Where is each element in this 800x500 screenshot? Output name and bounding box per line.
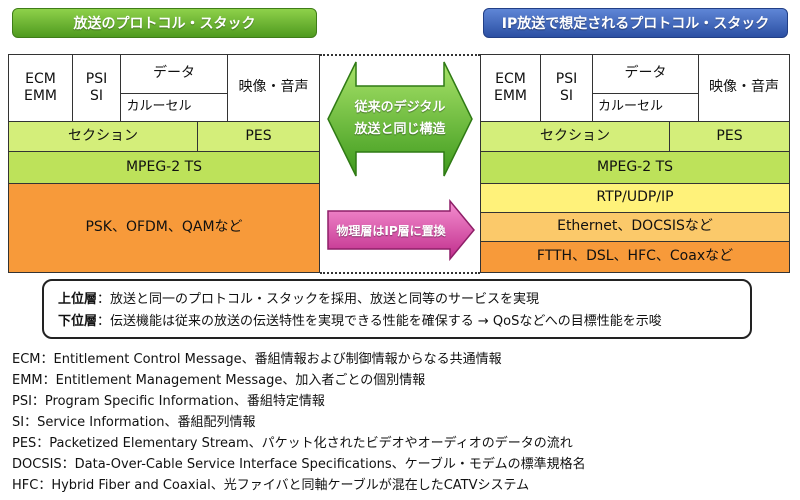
right-ftth: FTTH、DSL、HFC、Coaxなど	[480, 241, 790, 273]
glossary-item-psi: PSI：Program Specific Information、番組特定情報	[12, 394, 325, 409]
left-carousel: カルーセル	[120, 93, 198, 122]
left-data-gap	[197, 93, 228, 122]
right-mpeg2ts: MPEG-2 TS	[480, 151, 790, 184]
right-arrow-icon	[327, 198, 475, 262]
glossary-item-emm: EMM：Entitlement Management Message、加入者ごと…	[12, 373, 426, 388]
left-physical: PSK、OFDM、QAMなど	[8, 183, 320, 273]
bottom-dotted-line	[320, 272, 480, 274]
summary-box: 上位層：放送と同一のプロトコル・スタックを採用、放送と同等のサービスを実現 下位…	[42, 279, 752, 339]
left-pes: PES	[197, 121, 320, 152]
left-ecm-emm: ECM EMM	[8, 54, 73, 122]
glossary-item-hfc: HFC：Hybrid Fiber and Coaxial、光ファイバと同軸ケーブ…	[12, 478, 530, 493]
right-data: データ	[592, 54, 699, 94]
left-title: 放送のプロトコル・スタック	[12, 8, 317, 38]
same-structure-arrow: 従来のデジタル 放送と同じ構造	[326, 60, 474, 178]
replace-arrow: 物理層はIP層に置換	[326, 198, 476, 262]
replace-text: 物理層はIP層に置換	[336, 223, 446, 238]
left-title-text: 放送のプロトコル・スタック	[73, 16, 256, 32]
left-mpeg2ts: MPEG-2 TS	[8, 151, 320, 184]
right-rtp: RTP/UDP/IP	[480, 183, 790, 213]
glossary-item-docsis: DOCSIS：Data-Over-Cable Service Interface…	[12, 457, 586, 472]
summary-upper: 上位層：放送と同一のプロトコル・スタックを採用、放送と同等のサービスを実現	[58, 289, 736, 311]
top-dotted-line	[320, 54, 480, 56]
summary-lower: 下位層：伝送機能は従来の放送の伝送特性を実現できる性能を確保する → QoSなど…	[58, 311, 736, 333]
right-data-gap	[668, 93, 699, 122]
double-arrow-icon	[327, 61, 473, 177]
upper-layer-text: ：放送と同一のプロトコル・スタックを採用、放送と同等のサービスを実現	[97, 292, 540, 307]
left-video-audio: 映像・音声	[227, 54, 320, 122]
right-ecm-emm: ECM EMM	[480, 54, 541, 122]
right-video-audio: 映像・音声	[698, 54, 790, 122]
right-pes: PES	[669, 121, 790, 152]
right-ethernet: Ethernet、DOCSISなど	[480, 212, 790, 242]
right-psi-si: PSI SI	[540, 54, 593, 122]
same-structure-text: 従来のデジタル 放送と同じ構造	[354, 100, 446, 137]
right-carousel: カルーセル	[592, 93, 669, 122]
right-title-text: IP放送で想定されるプロトコル・スタック	[501, 16, 770, 32]
glossary-item-pes: PES：Packetized Elementary Stream、パケット化され…	[12, 436, 573, 451]
lower-layer-text: ：伝送機能は従来の放送の伝送特性を実現できる性能を確保する → QoSなどへの目…	[97, 314, 662, 329]
glossary-item-ecm: ECM：Entitlement Control Message、番組情報および制…	[12, 352, 502, 367]
left-psi-si: PSI SI	[72, 54, 121, 122]
lower-layer-label: 下位層	[58, 314, 98, 329]
right-title: IP放送で想定されるプロトコル・スタック	[483, 8, 788, 38]
left-data: データ	[120, 54, 228, 94]
left-section: セクション	[8, 121, 198, 152]
upper-layer-label: 上位層	[58, 292, 98, 307]
right-section: セクション	[480, 121, 670, 152]
glossary-item-si: SI：Service Information、番組配列情報	[12, 415, 256, 430]
